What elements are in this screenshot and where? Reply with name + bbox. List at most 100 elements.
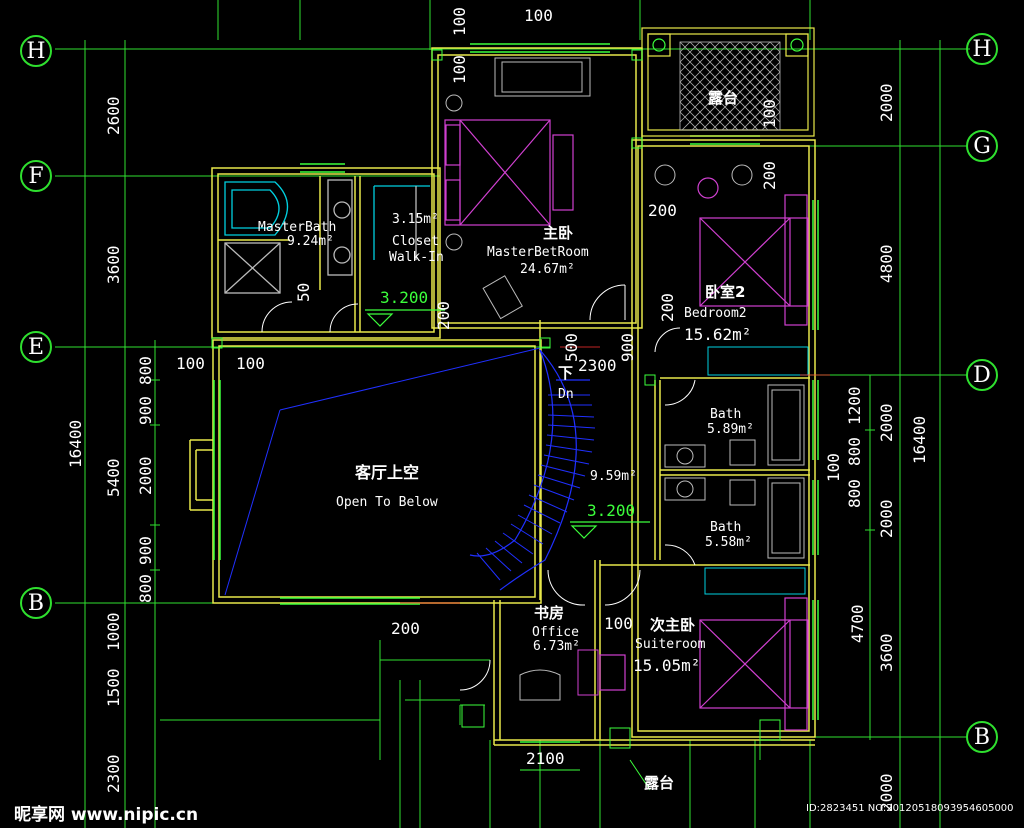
dim-right-outer-2: 4800 bbox=[877, 244, 896, 283]
suite-en: Suiteroom bbox=[635, 637, 706, 652]
suite-area: 15.05m² bbox=[633, 656, 701, 675]
dim-ticks bbox=[80, 48, 945, 738]
dim-left-outer-5: 1000 bbox=[104, 612, 123, 651]
dim-misc-16: 2100 bbox=[526, 749, 565, 768]
bath1-area: 5.89m² bbox=[707, 422, 754, 437]
level-label-1: 3.200 bbox=[380, 288, 429, 307]
axis-bubble-d-right: D bbox=[966, 359, 998, 391]
walls bbox=[189, 47, 816, 746]
bedroom2-furniture bbox=[654, 164, 809, 376]
axis-bubble-e-left: E bbox=[20, 331, 52, 363]
dim-top: 100 bbox=[524, 6, 553, 25]
dim-left-inner-5: 800 bbox=[136, 574, 155, 603]
doors bbox=[261, 284, 696, 691]
dim-right-outer-1: 2000 bbox=[877, 83, 896, 122]
terrace-hatch bbox=[679, 41, 781, 131]
dim-left-inner-4: 900 bbox=[136, 536, 155, 565]
dim-left-inner-2: 900 bbox=[136, 396, 155, 425]
office-en: Office bbox=[532, 625, 579, 640]
dim-left-outer-6: 1500 bbox=[104, 668, 123, 707]
dim-left-inner-3: 2000 bbox=[136, 456, 155, 495]
master-furniture bbox=[445, 57, 591, 320]
bedroom2-en: Bedroom2 bbox=[684, 306, 747, 321]
bath2-label: Bath bbox=[710, 520, 742, 535]
master-bedroom-cn: 主卧 bbox=[543, 224, 574, 242]
office-area: 6.73m² bbox=[533, 639, 580, 654]
terrace-top-label: 露台 bbox=[708, 89, 739, 107]
bedroom2-bed bbox=[697, 177, 809, 326]
dim-right-inner-4: 800 bbox=[845, 479, 864, 508]
axis-bubble-h-left: H bbox=[20, 35, 52, 67]
office-cn: 书房 bbox=[534, 604, 565, 622]
columns bbox=[211, 49, 656, 386]
axis-bubble-g-right: G bbox=[966, 130, 998, 162]
bottom-terrace bbox=[461, 704, 781, 791]
dim-misc-13: 100 bbox=[760, 99, 779, 128]
masterbath-fixtures bbox=[224, 179, 430, 294]
dim-misc-7: 50 bbox=[294, 282, 313, 302]
dim-left-outer-7: 2300 bbox=[104, 754, 123, 793]
master-bedroom-en: MasterBetRoom bbox=[487, 245, 589, 260]
dim-misc-17: 100 bbox=[604, 614, 633, 633]
terrace-bottom-label: 露台 bbox=[644, 774, 675, 792]
dim-left-outer-2: 3600 bbox=[104, 245, 123, 284]
suite-cn: 次主卧 bbox=[650, 616, 696, 634]
dim-left-outer-1: 2600 bbox=[104, 96, 123, 135]
spiral-stair bbox=[469, 349, 590, 591]
bath2-area: 5.58m² bbox=[705, 535, 752, 550]
bedroom2-cn: 卧室2 bbox=[705, 283, 746, 301]
suite-wardrobe bbox=[704, 567, 806, 595]
dim-misc-14: 100 bbox=[824, 453, 843, 482]
level-markers bbox=[365, 309, 650, 539]
dim-misc-15: 200 bbox=[391, 619, 420, 638]
master-bedroom-area: 24.67m² bbox=[520, 262, 575, 277]
dim-left-outer-3: 16400 bbox=[66, 419, 85, 468]
masterbath-name: MasterBath bbox=[258, 220, 337, 235]
watermark-id: ID:2823451 NO:20120518093954605000 bbox=[806, 803, 1014, 814]
dim-misc-6: 200 bbox=[434, 301, 453, 330]
level-label-2: 3.200 bbox=[587, 501, 636, 520]
dim-right-inner-6: 3600 bbox=[877, 633, 896, 672]
dim-right-inner-5: 2000 bbox=[877, 499, 896, 538]
dim-left-outer-4: 5400 bbox=[104, 458, 123, 497]
centerlines bbox=[400, 346, 830, 604]
dim-misc-5: 200 bbox=[648, 201, 677, 220]
dim-misc-1: 100 bbox=[450, 7, 469, 36]
dim-misc-8: 200 bbox=[658, 293, 677, 322]
masterbath-area: 9.24m² bbox=[287, 234, 334, 249]
bath-fixtures bbox=[664, 384, 805, 559]
void-lines bbox=[224, 347, 541, 596]
closet-name-2: Walk-In bbox=[389, 250, 444, 265]
dim-misc-3: 100 bbox=[176, 354, 205, 373]
dim-right-inner-2: 2000 bbox=[877, 403, 896, 442]
axis-bubble-b-left: B bbox=[20, 587, 52, 619]
watermark-site: 昵享网 www.nipic.cn bbox=[14, 805, 199, 825]
dim-right-inner-3: 800 bbox=[845, 437, 864, 466]
stair-down-cn: 下 bbox=[558, 364, 574, 382]
dim-misc-12: 200 bbox=[760, 161, 779, 190]
hall-area: 9.59m² bbox=[590, 469, 637, 484]
stair-treads bbox=[476, 394, 596, 581]
grid-lines bbox=[55, 0, 970, 828]
axis-bubble-b-right: B bbox=[966, 721, 998, 753]
living-void-en: Open To Below bbox=[336, 495, 438, 510]
dim-misc-4: 100 bbox=[236, 354, 265, 373]
axis-bubble-f-left: F bbox=[20, 160, 52, 192]
living-void-cn: 客厅上空 bbox=[355, 463, 420, 482]
office-furniture bbox=[519, 649, 599, 701]
bedroom2-area: 15.62m² bbox=[684, 325, 752, 344]
master-bed bbox=[444, 119, 574, 226]
dim-left-inner-1: 800 bbox=[136, 356, 155, 385]
dim-misc-10: 900 bbox=[618, 333, 637, 362]
closet-area: 3.15m² bbox=[392, 212, 439, 227]
dim-right-inner-1: 1200 bbox=[845, 386, 864, 425]
dim-right-outer-4: 4700 bbox=[848, 604, 867, 643]
stair-down-en: Dn bbox=[558, 387, 574, 402]
suite-bed bbox=[599, 597, 809, 731]
axis-bubble-h-right: H bbox=[966, 33, 998, 65]
dim-misc-11: 2300 bbox=[578, 356, 617, 375]
dim-right-outer-3: 16400 bbox=[910, 415, 929, 464]
closet-name: Closet bbox=[392, 234, 439, 249]
windows bbox=[213, 43, 819, 743]
